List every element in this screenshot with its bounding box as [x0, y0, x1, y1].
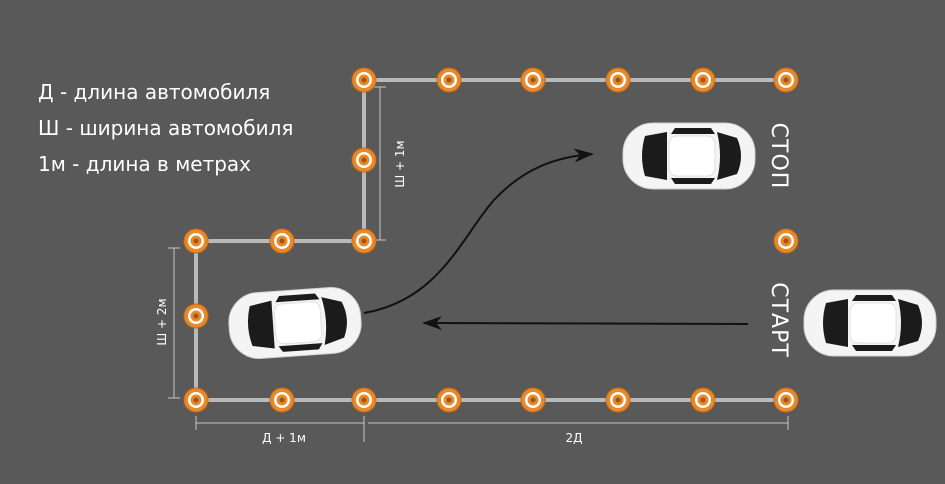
- dimension-guides: [168, 86, 789, 442]
- cone-icon: [520, 387, 546, 413]
- cone-icon: [183, 303, 209, 329]
- car-parked: [226, 284, 364, 362]
- cone-icon: [773, 67, 799, 93]
- cone-icon: [773, 387, 799, 413]
- label-start: СТАРТ: [766, 282, 791, 358]
- cone-icon: [605, 67, 631, 93]
- cone-icon: [520, 67, 546, 93]
- cone-icon: [351, 147, 377, 173]
- arrow-exit: [363, 148, 594, 314]
- cone-icon: [436, 387, 462, 413]
- cone-icon: [605, 387, 631, 413]
- cone-icon: [269, 228, 295, 254]
- cone-icon: [773, 228, 799, 254]
- cone-icon: [351, 228, 377, 254]
- dim-bottom-right: 2Д: [565, 431, 582, 445]
- cone-icon: [269, 387, 295, 413]
- cone-icon: [351, 387, 377, 413]
- car-stop: [622, 122, 756, 190]
- cone-icon: [690, 67, 716, 93]
- legend-meter: 1м - длина в метрах: [38, 152, 252, 176]
- cone-icon: [183, 387, 209, 413]
- car-start: [803, 289, 937, 357]
- label-stop: СТОП: [766, 123, 791, 190]
- legend-length: Д - длина автомобиля: [38, 80, 271, 104]
- dim-lower-width: Ш + 2м: [155, 298, 169, 345]
- legend-width: Ш - ширина автомобиля: [38, 116, 294, 140]
- dim-upper-width: Ш + 1м: [393, 140, 407, 187]
- dim-bottom-left: Д + 1м: [262, 431, 306, 445]
- cone-icon: [183, 228, 209, 254]
- cone-icon: [351, 67, 377, 93]
- cone-icon: [690, 387, 716, 413]
- arrow-reverse: [422, 316, 749, 331]
- cone-icon: [436, 67, 462, 93]
